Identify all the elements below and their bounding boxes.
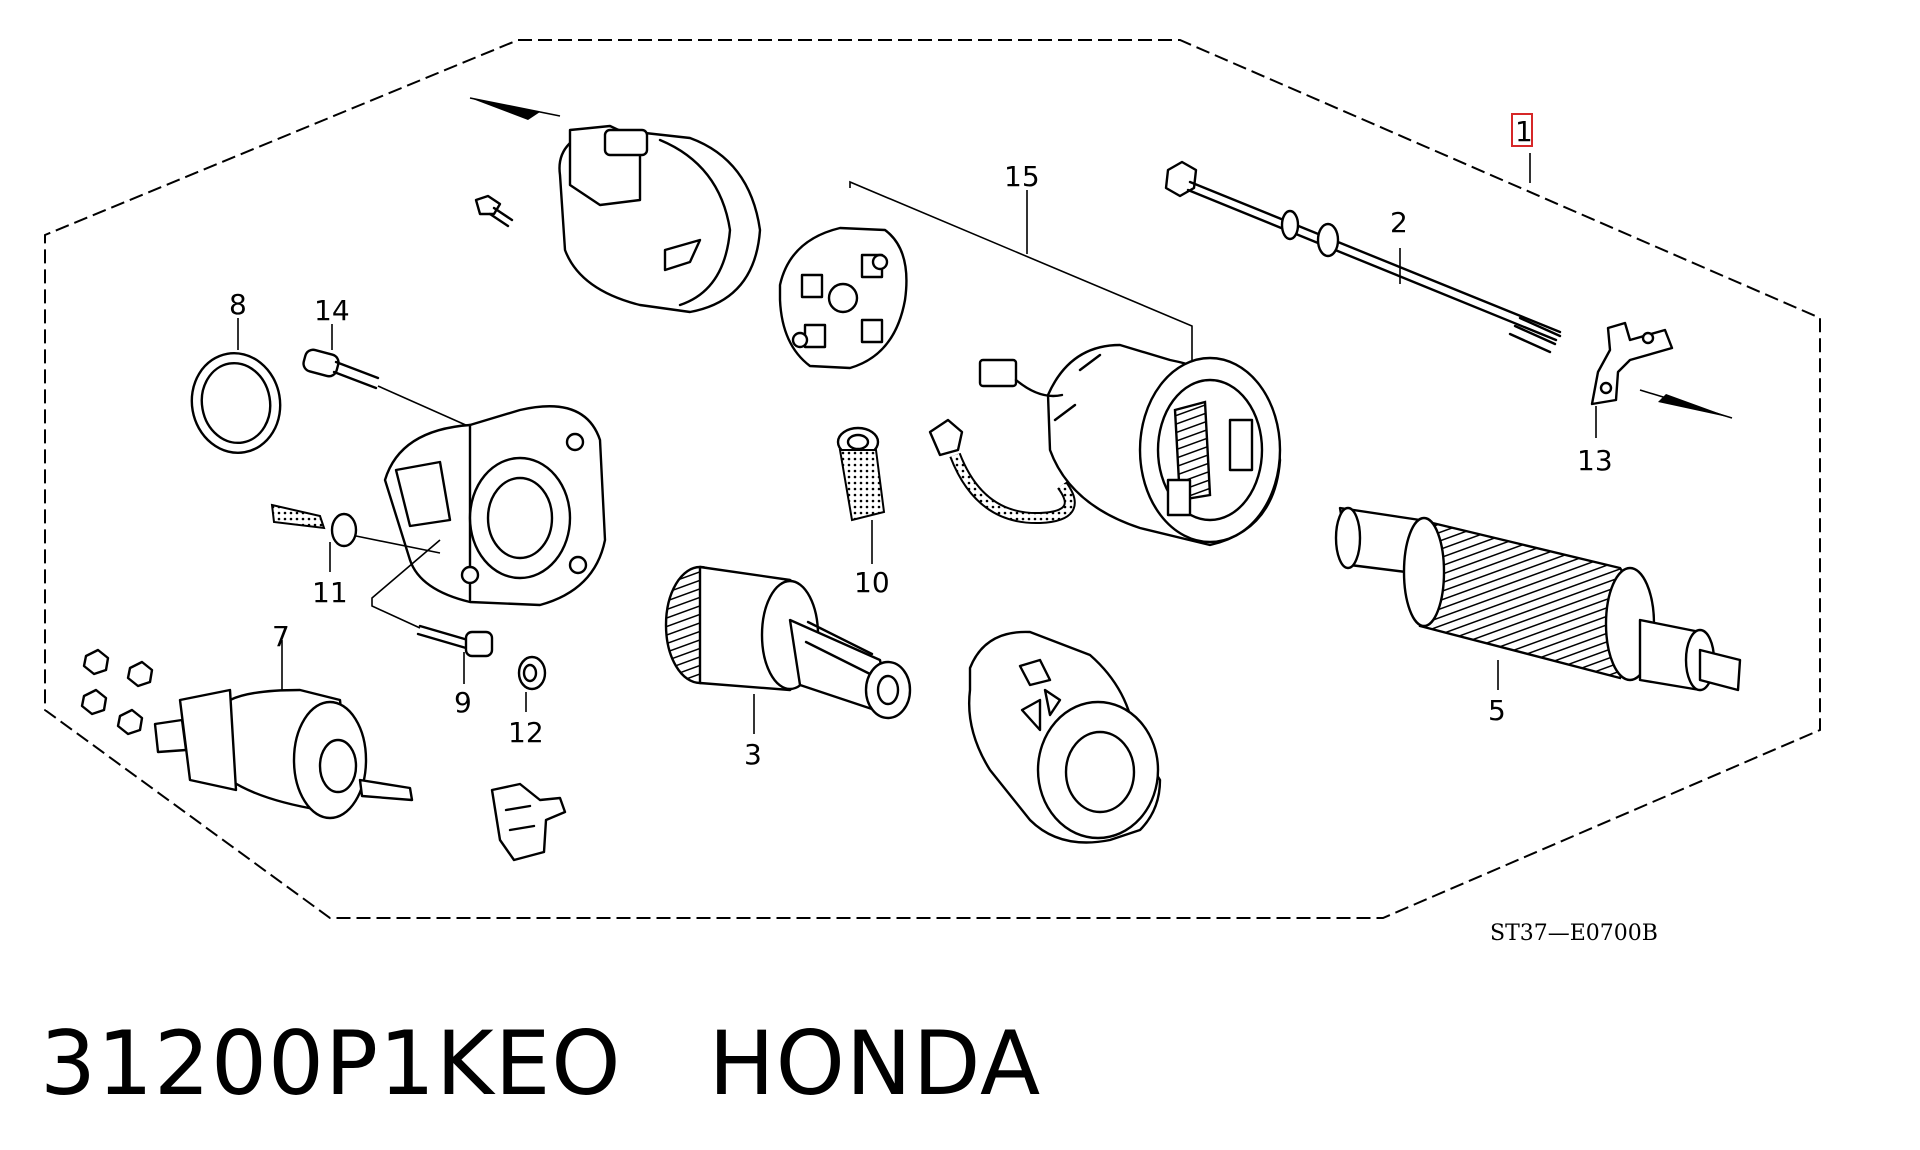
nuts: [80, 648, 154, 736]
screw-small: [474, 194, 514, 228]
leader-lines: [237, 153, 1597, 734]
sleeve-bearing: [836, 426, 886, 522]
bracket: [1590, 321, 1674, 406]
seal-ring: [190, 351, 282, 455]
bolt-14: [302, 348, 487, 435]
callout-14: 14: [314, 294, 350, 327]
callout-2: 2: [1390, 206, 1408, 239]
callout-9: 9: [454, 686, 472, 719]
yoke-field-coil: [1046, 343, 1282, 547]
solenoid: [153, 688, 414, 820]
brush-holder: [778, 226, 908, 370]
callout-3: 3: [744, 738, 762, 771]
direction-arrow-left: [469, 97, 561, 120]
callout-5: 5: [1488, 694, 1506, 727]
nut-12: [517, 655, 547, 691]
assembly-boundary: [44, 39, 1821, 919]
callout-10: 10: [854, 566, 890, 599]
callout-1: 1: [1515, 115, 1533, 148]
highlight-box: [1511, 113, 1533, 147]
overrunning-clutch: [664, 565, 912, 720]
callout-7: 7: [272, 620, 290, 653]
callout-12: 12: [508, 716, 544, 749]
spring-clip: [490, 782, 567, 862]
leader-15: [849, 180, 1193, 360]
armature: [1334, 506, 1742, 692]
front-bracket: [968, 630, 1162, 844]
through-bolt: [1164, 160, 1562, 354]
field-lead-wire: [928, 358, 1076, 525]
callout-13: 13: [1577, 444, 1613, 477]
bolt-9: [371, 539, 494, 658]
drawing-code: ST37—E0700B: [1490, 921, 1658, 946]
callout-8: 8: [229, 288, 247, 321]
callout-11: 11: [312, 576, 348, 609]
callout-15: 15: [1004, 160, 1040, 193]
part-number-caption: 31200P1KEO HONDA: [40, 1012, 1042, 1115]
shift-lever: [270, 503, 441, 554]
gear-housing: [383, 405, 607, 607]
rear-cover: [558, 124, 762, 314]
direction-arrow-right: [1639, 389, 1733, 419]
